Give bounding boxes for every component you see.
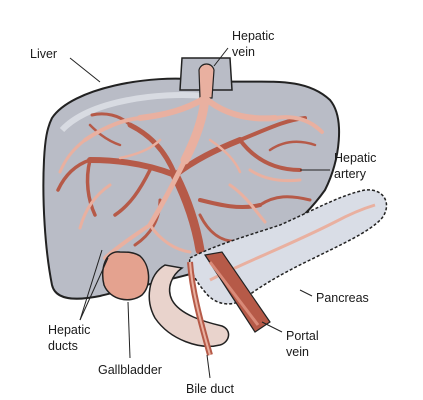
- label-hepatic-vein-line2: vein: [232, 45, 255, 59]
- label-hepatic-artery-line1: Hepatic: [334, 151, 376, 165]
- gallbladder: [101, 251, 150, 301]
- label-portal-vein-line1: Portal: [286, 329, 319, 343]
- liver-highlight: [59, 92, 206, 133]
- label-hepatic-ducts-line1: Hepatic: [48, 323, 90, 337]
- pancreatic-duct: [209, 203, 376, 282]
- leader-hepatic-ducts-b: [79, 249, 103, 321]
- hepatic-vein-top: [198, 63, 215, 99]
- label-hepatic-vein-line1: Hepatic: [232, 29, 274, 43]
- label-hepatic-ducts: Hepatic ducts: [48, 323, 94, 353]
- vessel-tree-light: [58, 93, 324, 260]
- portal-vein-highlight: [208, 261, 260, 326]
- label-pancreas: Pancreas: [316, 291, 369, 305]
- label-portal-vein-line2: vein: [286, 345, 309, 359]
- leader-hepatic-ducts-a: [79, 257, 109, 321]
- label-gallbladder: Gallbladder: [98, 363, 162, 377]
- label-liver: Liver: [30, 47, 57, 61]
- bile-duct-highlight: [189, 261, 211, 356]
- portal-vein: [204, 251, 271, 333]
- label-bile-duct: Bile duct: [186, 382, 234, 396]
- label-hepatic-vein: Hepatic vein: [232, 29, 278, 59]
- leader-portal-vein: [261, 321, 283, 333]
- pancreas: [188, 189, 388, 305]
- leader-hepatic-vein: [213, 47, 229, 67]
- leader-lines: [69, 47, 330, 379]
- leader-bile-duct: [206, 354, 211, 379]
- leader-gallbladder: [127, 301, 131, 359]
- label-portal-vein: Portal vein: [286, 329, 322, 359]
- label-hepatic-ducts-line2: ducts: [48, 339, 78, 353]
- leader-pancreas: [299, 289, 313, 297]
- label-hepatic-artery: Hepatic artery: [334, 151, 380, 181]
- leader-liver: [69, 57, 101, 83]
- label-hepatic-artery-line2: artery: [334, 167, 367, 181]
- duodenum: [148, 264, 230, 347]
